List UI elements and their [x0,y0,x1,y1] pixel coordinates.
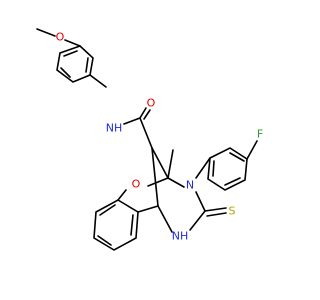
bond-nh-ch [157,205,173,233]
methoxyphenyl-double-3 [63,50,78,57]
bond-quatc-o [147,177,169,187]
amide-nh-label: NH [106,122,123,135]
bond-bridge-ch [151,147,159,207]
fluorine-label: F [257,128,263,141]
bond-benzo-ch [137,205,159,213]
bond-o-benzo [117,189,127,201]
bond-carbonyl-o [139,107,147,119]
thione-sulfur-label: S [229,205,236,218]
bond-carbonyl-o-double [143,109,151,120]
bond-cs-nh [189,210,206,231]
bond-aryl-nh [89,74,107,88]
fluorophenyl-ring [207,147,248,191]
bond-nh-carbonyl [123,117,141,125]
ring-oxygen-label: O [132,178,141,191]
ring-nitrogen-label: N [186,179,194,192]
fluorophenyl-double-1 [229,152,245,162]
ring-nh-label: NH [172,230,189,243]
amide-oxygen-label: O [147,97,156,110]
bond-bridge-quatc [151,147,169,179]
methoxyphenyl-double-1 [85,57,89,73]
fluorophenyl-double-2 [224,177,241,186]
bond-methoxy-ring [64,39,81,47]
molecule-diagram: O O NH O N NH S F [36,28,263,251]
methoxyphenyl-double-2 [60,67,71,78]
bond-carbonyl-bridge [139,117,153,149]
bond-n-fluorophenyl [195,157,211,179]
fluorophenyl-double-3 [212,160,215,177]
benzo-double-1 [130,214,134,236]
bond-quatc-n [167,177,185,188]
bond-n-cs [195,191,206,212]
methoxy-oxygen-label: O [56,31,65,44]
bond-cs-s-double [206,212,227,217]
bond-methyl-methoxy [36,28,56,37]
bond-ring-f [246,140,258,160]
bond-quatc-methyl [167,149,174,179]
structure-svg: O O NH O N NH S F [36,28,263,251]
benzo-double-2 [97,235,112,246]
bond-cs-s [204,207,227,212]
benzo-double-3 [99,204,116,216]
methoxyphenyl-ring [56,45,94,83]
